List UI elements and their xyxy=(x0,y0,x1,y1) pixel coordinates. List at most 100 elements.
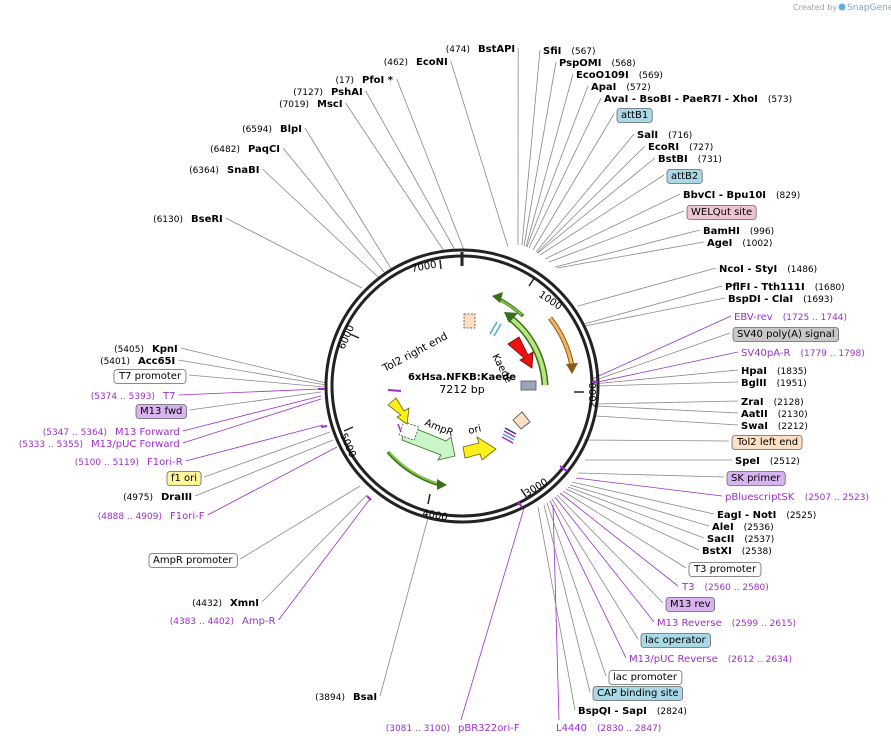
hpai-position: (1835) xyxy=(777,367,807,377)
ampr-promoter-box xyxy=(398,421,420,441)
annotation-ebvrev: EBV-rev(1725 .. 1744) xyxy=(734,312,847,323)
snabi-position: (6364) xyxy=(189,166,219,176)
annotation-pflfi: PflFI - Tth111I(1680) xyxy=(725,282,845,293)
sv40polya-box xyxy=(732,327,840,342)
aatii-position: (2130) xyxy=(778,410,808,420)
credit-brand: SnapGene xyxy=(847,3,891,13)
skprimer-leader xyxy=(577,472,725,478)
pbluescript-leader xyxy=(575,477,723,497)
marker-purple-1 xyxy=(503,430,516,438)
acc65i-label: Acc65I xyxy=(138,356,175,367)
m13forward-leader xyxy=(182,395,322,432)
kpni-label: KpnI xyxy=(152,344,178,355)
bsai-label: BsaI xyxy=(353,692,377,703)
eagi-label: EagI - NotI xyxy=(717,510,776,521)
lacprom-leader xyxy=(546,502,607,677)
credit-prefix: Created by xyxy=(793,3,837,12)
ampr_primer-leader xyxy=(278,498,371,621)
capsite-box xyxy=(592,686,683,701)
apai-leader xyxy=(526,85,589,248)
annotation-m13revbox: M13 rev xyxy=(665,597,715,612)
tol2-right-label: Tol2 right end xyxy=(380,330,450,375)
zrai-position: (2128) xyxy=(774,398,804,408)
tick-label-7000: 7000 xyxy=(411,260,438,275)
eco0109i-leader xyxy=(525,73,574,248)
tick-4000: 4000 xyxy=(421,493,448,523)
t3-leader xyxy=(559,492,679,587)
plasmid-backbone xyxy=(324,248,600,524)
marker-blue-1 xyxy=(504,427,517,435)
zrai-leader xyxy=(595,400,739,405)
eco0109i-position: (569) xyxy=(639,71,663,81)
pspomi-label: PspOMI xyxy=(559,58,601,69)
annotation-msci: MscI (7019) xyxy=(279,99,343,110)
sali-position: (716) xyxy=(668,131,692,141)
bbvci-position: (829) xyxy=(776,191,800,201)
bstbi-position: (731) xyxy=(698,155,722,165)
annotation-t7prom: T7 promoter xyxy=(113,369,187,384)
sacii-position: (2537) xyxy=(744,535,774,545)
annotation-ecori: EcoRI(727) xyxy=(648,142,713,153)
annotation-pshai: PshAI(7127) xyxy=(293,87,363,98)
t7prom-leader xyxy=(188,374,325,388)
annotation-pbluescript: pBluescriptSK(2507 .. 2523) xyxy=(725,492,869,503)
agei-label: AgeI xyxy=(707,238,732,249)
ori-label: ori xyxy=(467,423,482,436)
annotation-bspdi: BspDI - ClaI(1693) xyxy=(728,294,833,305)
annotation-sv40polya: SV40 poly(A) signal xyxy=(732,327,840,342)
bglii-leader xyxy=(595,381,739,387)
f1-ori-arrow xyxy=(387,397,410,425)
blpi-position: (6594) xyxy=(242,125,272,135)
eagi-position: (2525) xyxy=(786,511,816,521)
spei-label: SpeI xyxy=(735,456,760,467)
m13revbox-leader xyxy=(556,494,664,604)
kpni-leader xyxy=(180,347,327,384)
annotation-pspomi: PspOMI(568) xyxy=(559,58,636,69)
tick-label-4000: 4000 xyxy=(421,508,448,523)
m13reverse-leader xyxy=(554,496,655,623)
tick-3000: 3000 xyxy=(520,477,550,500)
ecori-position: (727) xyxy=(689,143,713,153)
f1orif-leader xyxy=(207,446,338,516)
ncoi-label: NcoI - StyI xyxy=(719,264,777,275)
marker-purple-left2 xyxy=(397,423,402,433)
annotation-swai: SwaI(2212) xyxy=(741,421,808,432)
amprprom-leader xyxy=(240,485,361,560)
alei-label: AleI xyxy=(712,522,734,533)
bstxi-label: BstXI xyxy=(702,546,732,557)
annotation-ampr_primer: Amp-R(4383 .. 4402) xyxy=(170,616,276,627)
pbr322-leader xyxy=(460,504,526,721)
msci-label: MscI xyxy=(317,99,343,110)
annotation-avai: AvaI - BsoBI - PaeR7I - XhoI(573) xyxy=(604,94,792,105)
sali-leader xyxy=(535,133,635,253)
snabi-leader xyxy=(262,168,379,278)
annotation-t3prom: T3 promoter xyxy=(688,562,762,577)
kaede-arc-head xyxy=(504,312,518,323)
pfoi-label: PfoI * xyxy=(362,75,394,86)
marker-cyan-1 xyxy=(489,321,498,335)
annotation-f1ori: f1 ori xyxy=(166,471,202,486)
t7-leader xyxy=(178,388,321,396)
ncoi-position: (1486) xyxy=(787,265,817,275)
annotation-kpni: KpnI(5405) xyxy=(114,344,178,355)
sv40polya-leader xyxy=(589,332,731,383)
plasmid-center: 6xHsa.NFKB:Kaede 7212 bp xyxy=(408,372,516,396)
snabi-label: SnaBI xyxy=(227,165,259,176)
pfoi-leader xyxy=(396,78,465,251)
capsite-leader xyxy=(543,504,591,693)
annotation-sv40par: SV40pA-R(1779 .. 1798) xyxy=(741,348,865,359)
f1orir-label: F1ori-R xyxy=(147,457,183,468)
paqci-leader xyxy=(282,147,386,274)
annotation-snabi: SnaBI (6364) xyxy=(189,165,259,176)
agei-position: (1002) xyxy=(742,239,772,249)
ampr_primer-label: Amp-R xyxy=(242,616,276,627)
bseri-position: (6130) xyxy=(153,215,183,225)
feature-arc-bottom-fill xyxy=(388,451,440,485)
tol2left-label: Tol2 left end xyxy=(736,437,798,448)
f1ori-box xyxy=(166,471,202,486)
msci-position: (7019) xyxy=(279,100,309,110)
xmni-leader xyxy=(261,494,368,603)
m13pucrev-label: M13/pUC Reverse xyxy=(629,654,718,665)
apai-position: (572) xyxy=(626,83,650,93)
